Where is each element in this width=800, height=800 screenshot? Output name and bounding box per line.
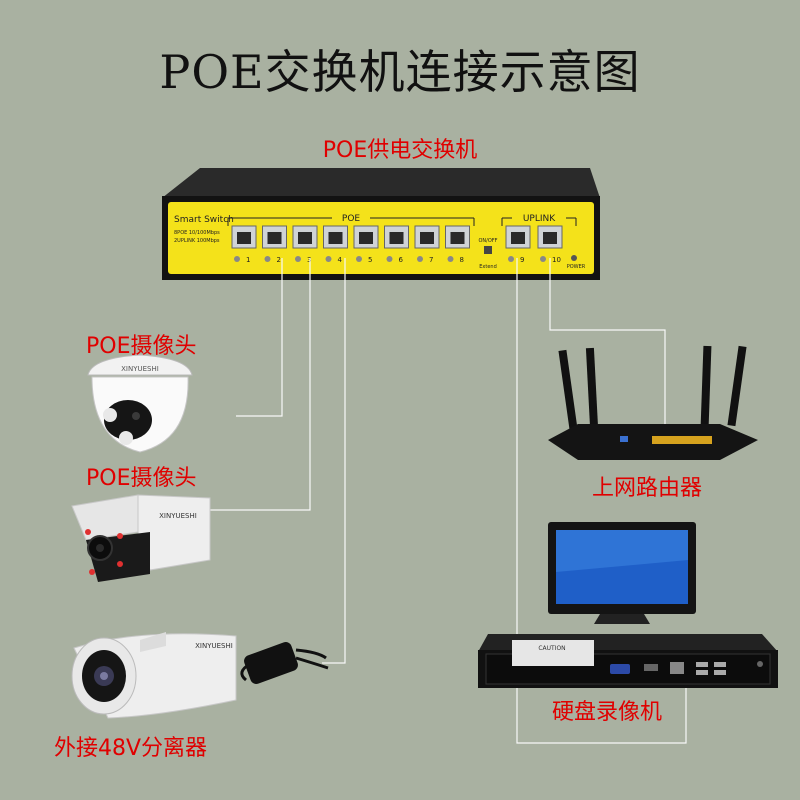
poe-port-7-led xyxy=(417,256,423,262)
line-port4-splitter xyxy=(322,258,346,664)
poe-port-6-socket xyxy=(389,232,404,244)
bullet-camera-2-brand: XINYUESHI xyxy=(195,642,233,650)
poe-port-group: 1 2 3 4 5 6 7 8 xyxy=(231,225,470,264)
poe-port-2-number: 2 xyxy=(277,256,281,264)
extend-switch xyxy=(484,246,492,254)
bullet-camera-label: POE摄像头 xyxy=(86,466,197,491)
power-label: POWER xyxy=(567,264,586,270)
switch-top xyxy=(162,168,600,198)
nvr-label: 硬盘录像机 xyxy=(552,700,663,725)
poe-switch: Smart Switch 8POE 10/100Mbps 2UPLINK 100… xyxy=(162,168,600,280)
bullet-camera-device: XINYUESHI xyxy=(71,494,211,582)
uplink-port-10-socket xyxy=(543,232,557,244)
bullet-camera-2-device: XINYUESHI xyxy=(71,632,237,719)
poe-port-2-led xyxy=(264,256,271,262)
uplink-port-9-led xyxy=(508,256,514,262)
poe-port-8-number: 8 xyxy=(460,256,464,264)
poe-port-8-socket xyxy=(450,232,465,244)
uplink-port-10-led xyxy=(540,256,546,262)
poe-port-7-socket xyxy=(420,232,434,244)
router-device xyxy=(548,345,758,460)
switch-front-panel xyxy=(168,202,594,274)
switch-spec-1: 8POE 10/100Mbps xyxy=(174,230,220,236)
connection-lines xyxy=(208,258,687,744)
line-port10-router xyxy=(549,258,666,432)
poe-port-1-led xyxy=(234,256,240,262)
poe-port-8-led xyxy=(447,256,454,262)
splitter-device xyxy=(240,642,329,684)
poe-port-1-socket xyxy=(237,232,251,244)
splitter-label: 外接48V分离器 xyxy=(54,736,208,761)
uplink-port-9-number: 9 xyxy=(520,256,524,264)
poe-group-label: POE xyxy=(342,214,361,224)
switch-onoff-label: ON/OFF xyxy=(478,238,497,244)
poe-port-3-number: 3 xyxy=(307,256,311,264)
poe-port-6-number: 6 xyxy=(399,256,404,264)
extend-label: Extend xyxy=(479,264,497,270)
bullet-camera-brand: XINYUESHI xyxy=(159,512,197,520)
poe-port-4-socket xyxy=(328,232,343,244)
nvr-caution: CAUTION xyxy=(538,645,565,652)
router-label: 上网路由器 xyxy=(592,476,703,501)
poe-port-6-led xyxy=(386,256,393,262)
uplink-port-group: 9 10 xyxy=(505,225,563,264)
monitor-device xyxy=(548,522,696,624)
poe-port-5-number: 5 xyxy=(368,256,372,264)
line-port9-nvr xyxy=(516,258,687,744)
power-led xyxy=(571,255,577,261)
page-title: POE交换机连接示意图 xyxy=(159,45,641,99)
poe-port-2-socket xyxy=(267,232,282,244)
switch-label: POE供电交换机 xyxy=(322,138,478,163)
switch-spec-2: 2UPLINK 100Mbps xyxy=(174,238,220,244)
poe-port-3-led xyxy=(295,256,301,262)
line-port2-dome xyxy=(236,258,283,417)
poe-port-4-number: 4 xyxy=(338,256,343,264)
uplink-port-10-number: 10 xyxy=(552,256,561,264)
poe-port-1-number: 1 xyxy=(246,256,250,264)
switch-brand: Smart Switch xyxy=(174,215,234,225)
dome-camera-brand: XINYUESHI xyxy=(121,365,159,373)
poe-port-4-led xyxy=(325,256,332,262)
dome-camera-label: POE摄像头 xyxy=(86,334,197,359)
dome-camera-device: XINYUESHI xyxy=(87,354,193,453)
nvr-device: CAUTION xyxy=(478,634,778,688)
uplink-group-label: UPLINK xyxy=(523,214,556,224)
line-port3-bullet xyxy=(208,258,311,511)
poe-port-5-led xyxy=(356,256,362,262)
poe-port-7-number: 7 xyxy=(429,256,433,264)
poe-port-3-socket xyxy=(298,232,312,244)
poe-port-5-socket xyxy=(359,232,373,244)
uplink-port-9-socket xyxy=(511,232,525,244)
